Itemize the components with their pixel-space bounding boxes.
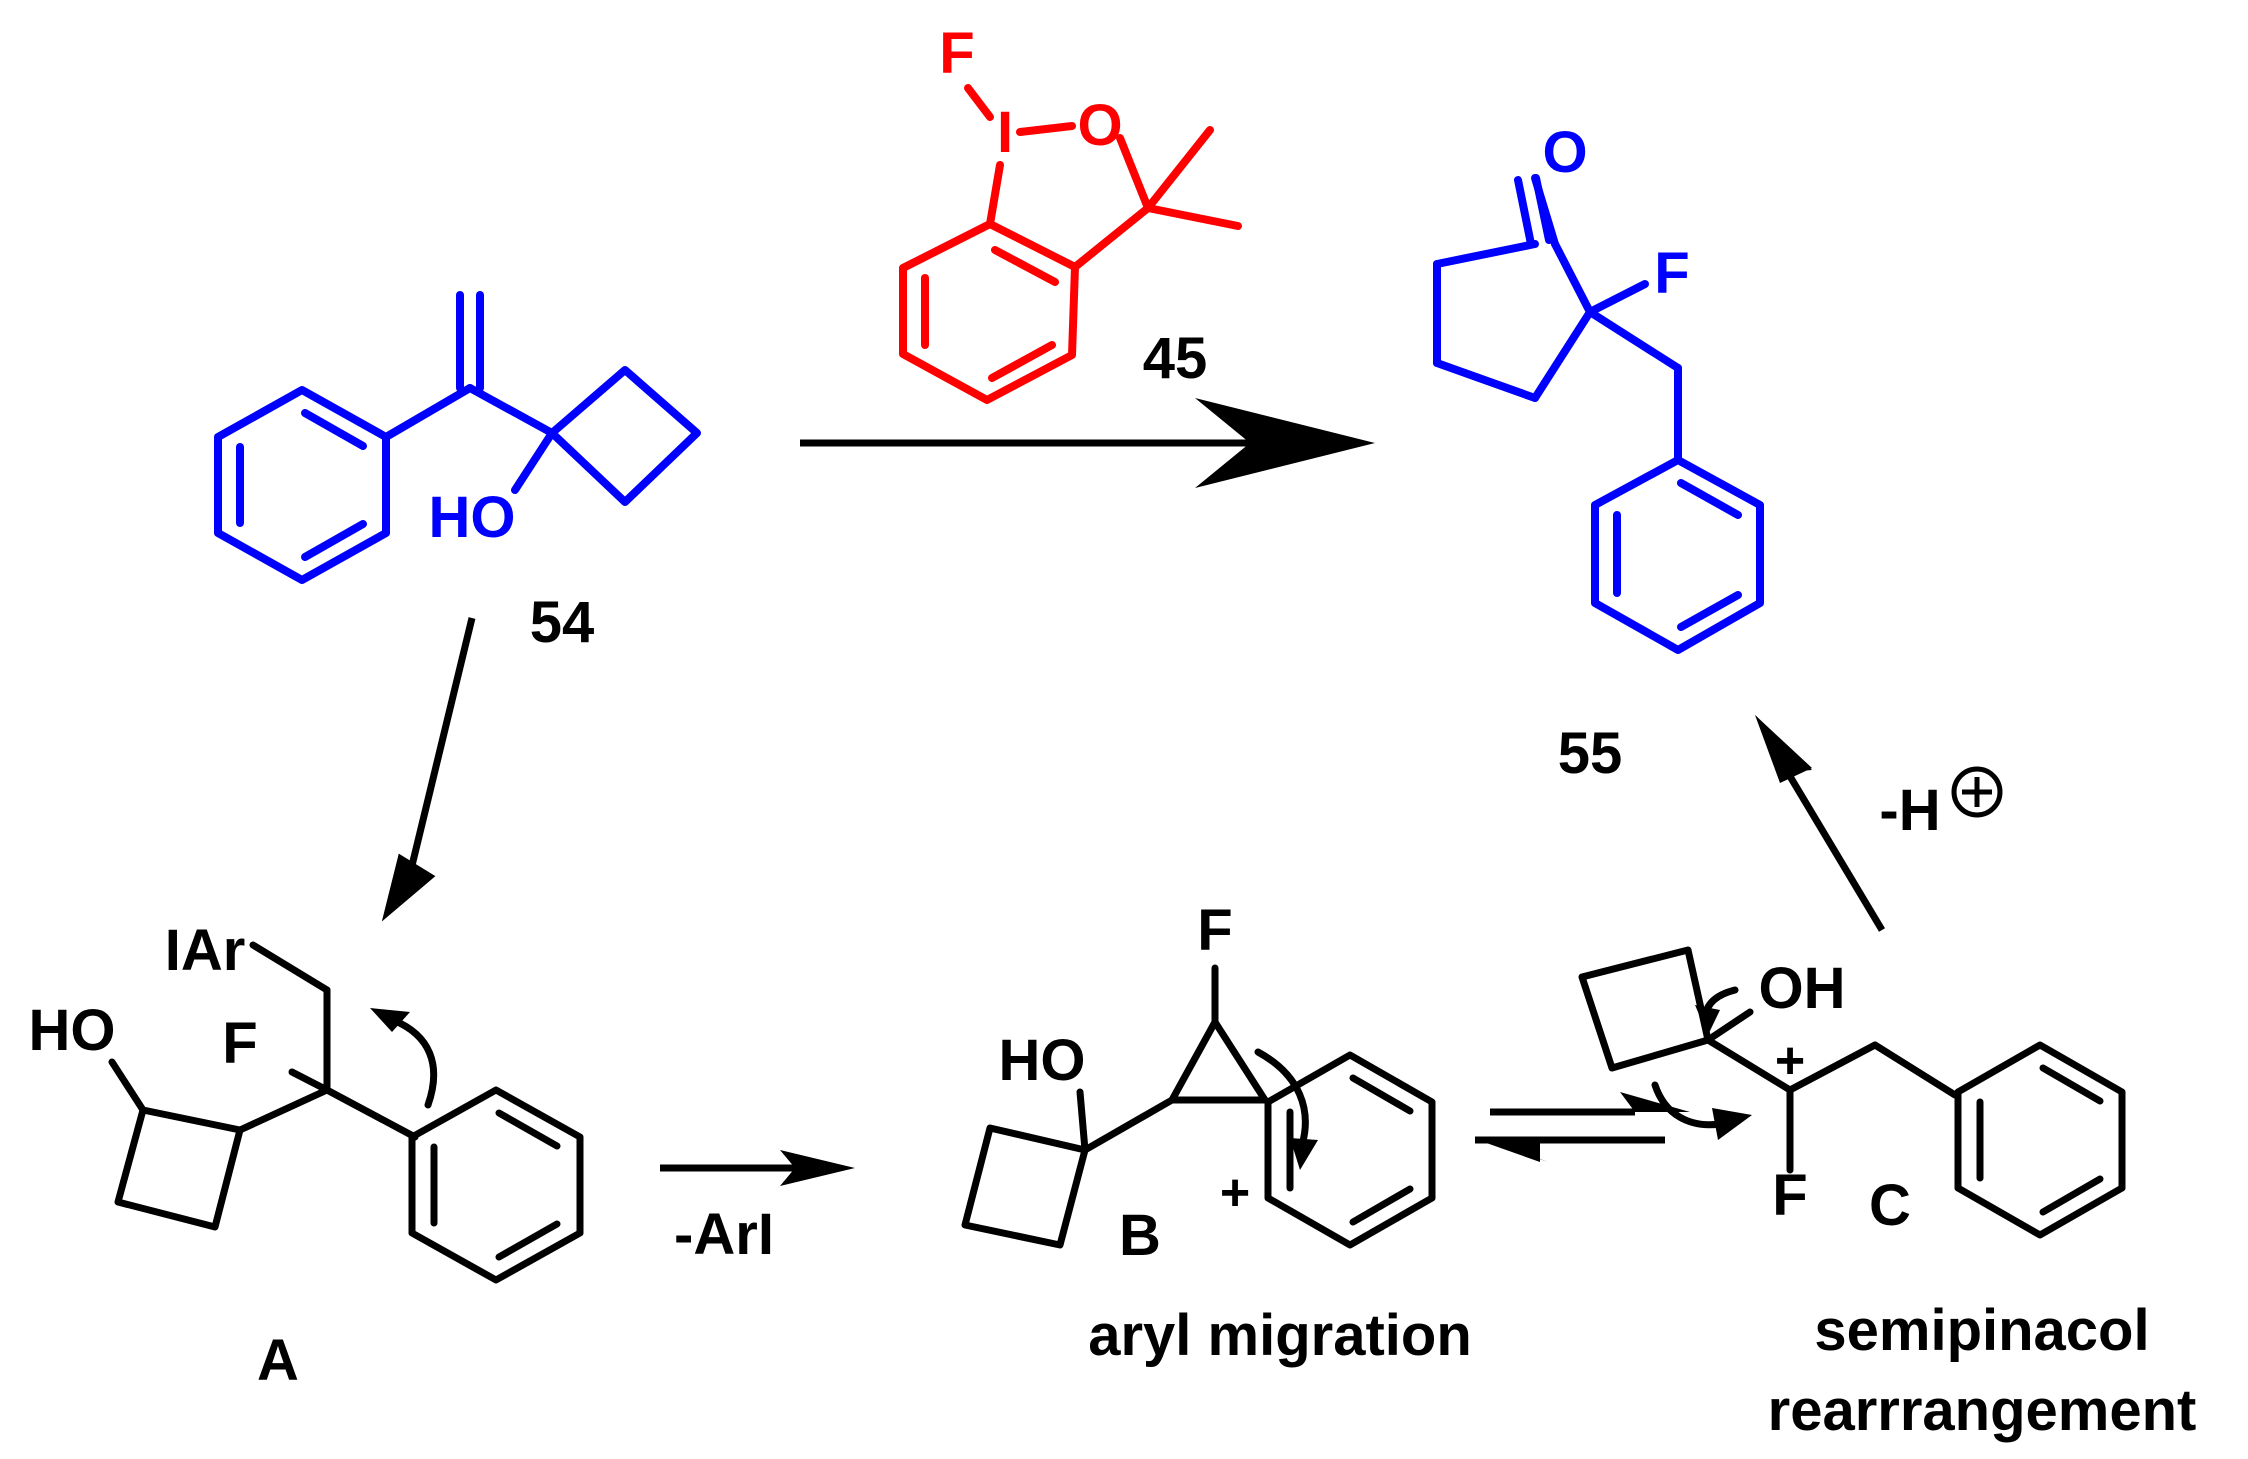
intermediate-B-structure: F HO +	[961, 898, 1436, 1249]
proton-charge-circle-icon	[1951, 766, 2003, 818]
product-carbonyl-oxygen-label: O	[1542, 120, 1587, 185]
substrate-54-label: 54	[530, 590, 595, 655]
equilibrium-arrows-B-C	[1475, 1092, 1690, 1162]
reagent-iodine-label: I	[997, 100, 1013, 165]
substrate-hydroxyl-label: HO	[429, 485, 516, 550]
arrow-C-to-product	[1755, 715, 1886, 932]
reagent-45-label: 45	[1143, 326, 1208, 391]
A-iodoarene-label: IAr	[165, 918, 246, 983]
reagent-oxygen-label: O	[1077, 93, 1122, 158]
B-carbocation-charge: +	[1220, 1164, 1250, 1222]
deprotonation-label: -H	[1879, 778, 1940, 843]
intermediate-A-structure: IAr F HO	[29, 918, 584, 1284]
elimination-step-label: -ArI	[674, 1202, 774, 1267]
arrow-substrate-to-A	[381, 617, 476, 922]
reagent-45-structure: F I O	[899, 21, 1242, 404]
arrow-A-to-B	[660, 1150, 855, 1186]
product-55-structure: O F	[1433, 120, 1764, 654]
product-55-label: 55	[1558, 721, 1623, 786]
main-reaction-arrow	[800, 398, 1375, 488]
semipinacol-label-line2: rearrrangement	[1768, 1378, 2197, 1443]
intermediate-A-label: A	[257, 1328, 299, 1393]
B-fluorine-label: F	[1197, 898, 1232, 963]
aryl-migration-label: aryl migration	[1088, 1303, 1472, 1368]
product-fluorine-label: F	[1654, 241, 1689, 306]
intermediate-C-label: C	[1869, 1173, 1911, 1238]
B-hydroxyl-label: HO	[999, 1028, 1086, 1093]
A-hydroxyl-label: HO	[29, 998, 116, 1063]
C-fluorine-label: F	[1772, 1163, 1807, 1228]
C-hydroxyl-label: OH	[1759, 956, 1846, 1021]
intermediate-C-structure: OH + F	[1578, 946, 2126, 1239]
reagent-fluorine-label: F	[939, 21, 974, 86]
A-fluorine-label: F	[222, 1011, 257, 1076]
intermediate-B-label: B	[1119, 1203, 1161, 1268]
C-carbocation-charge: +	[1775, 1032, 1805, 1090]
semipinacol-label-line1: semipinacol	[1814, 1298, 2149, 1363]
substrate-54-structure: HO	[214, 291, 701, 584]
